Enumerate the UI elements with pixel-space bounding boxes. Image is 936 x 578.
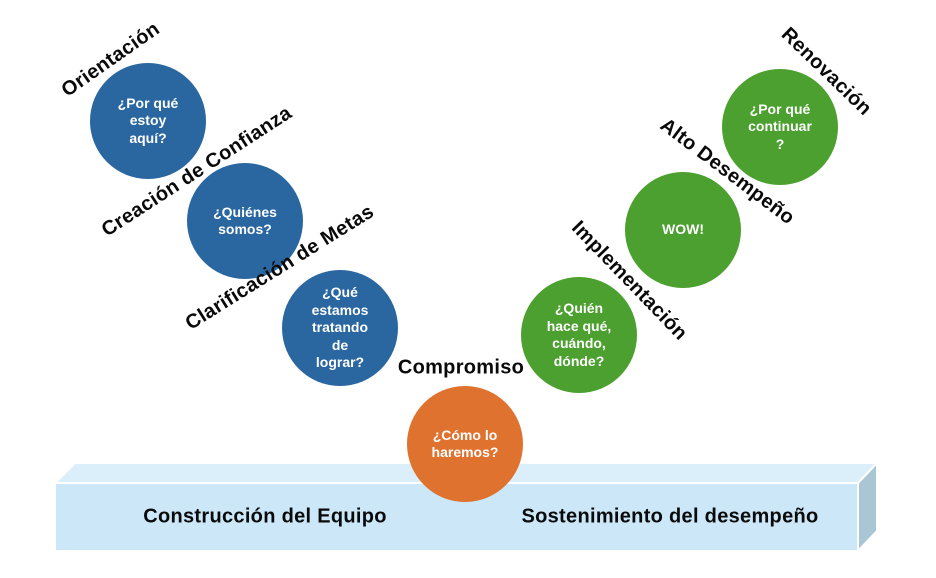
stage-circle-compromiso: ¿Cómo lo haremos? xyxy=(407,386,523,502)
stage-question: ¿Cómo lo haremos? xyxy=(431,426,499,461)
stage-circle-orientacion: ¿Por qué estoy aquí? xyxy=(90,63,206,179)
stage-circle-implementacion: ¿Quién hace qué, cuándo, dónde? xyxy=(521,277,637,393)
stage-circle-clarificacion-de-metas: ¿Qué estamos tratando de lograr? xyxy=(282,270,398,386)
stage-circle-alto-desempeno: WOW! xyxy=(625,172,741,288)
base-label-sostenimiento-del-desempeno: Sostenimiento del desempeño xyxy=(521,505,819,528)
base-label-construccion-del-equipo: Construcción del Equipo xyxy=(143,505,387,528)
stage-circle-creacion-de-confianza: ¿Quiénes somos? xyxy=(187,163,303,279)
stage-question: WOW! xyxy=(662,221,704,238)
stage-question: ¿Quiénes somos? xyxy=(213,203,277,238)
stage-label-compromiso: Compromiso xyxy=(397,356,525,379)
stage-question: ¿Qué estamos tratando de lograr? xyxy=(311,284,369,371)
stage-circle-renovacion: ¿Por qué continuar ? xyxy=(722,69,838,185)
stage-question: ¿Por qué continuar ? xyxy=(748,100,812,152)
stage-question: ¿Por qué estoy aquí? xyxy=(117,94,179,146)
stage-question: ¿Quién hace qué, cuándo, dónde? xyxy=(546,300,612,369)
